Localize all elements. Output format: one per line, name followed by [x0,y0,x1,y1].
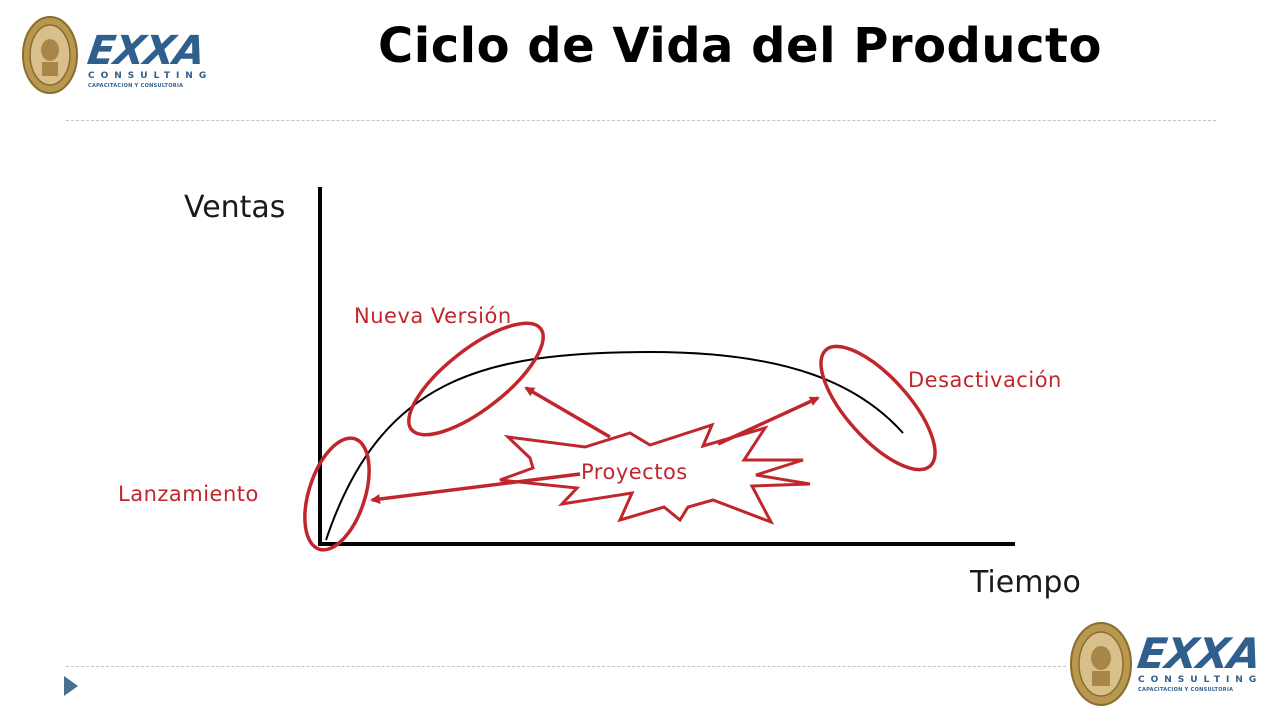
arrow-to-launch [370,472,581,504]
new-version-label: Nueva Versión [354,304,512,328]
university-seal-icon [22,16,78,94]
arrow-to-deactivation [717,396,820,446]
projects-label: Proyectos [581,460,688,484]
projects-starburst [499,422,811,525]
launch-ellipse [303,436,371,552]
top-divider [66,120,1216,121]
y-axis-label: Ventas [184,190,286,225]
brand-sub: CONSULTING [1138,675,1263,685]
brand-name: EXXA [1134,629,1264,678]
header-logo [20,14,220,104]
footer-brand-block: EXXA CONSULTING CAPACITACION Y CONSULTOR… [1134,629,1273,693]
footer-logo: EXXA CONSULTING CAPACITACION Y CONSULTOR… [1068,618,1280,718]
header-brand-block: EXXA CONSULTING CAPACITACION Y CONSULTOR… [85,28,213,89]
deactivation-label: Desactivación [908,368,1062,392]
launch-label: Lanzamiento [118,482,259,506]
brand-sub: CONSULTING [88,71,213,81]
x-axis-label: Tiempo [970,565,1081,600]
brand-tagline: CAPACITACION Y CONSULTORIA [1138,687,1234,693]
new-version-ellipse [407,321,545,437]
university-seal-icon [1070,622,1132,706]
bottom-divider [66,666,1066,667]
brand-tagline: CAPACITACION Y CONSULTORIA [88,83,184,89]
arrow-to-new-version [524,386,611,439]
lifecycle-curve [325,350,904,541]
slide-nav-arrow-icon [64,676,78,696]
deactivation-ellipse [819,344,937,472]
page-title: Ciclo de Vida del Producto [378,18,1102,74]
